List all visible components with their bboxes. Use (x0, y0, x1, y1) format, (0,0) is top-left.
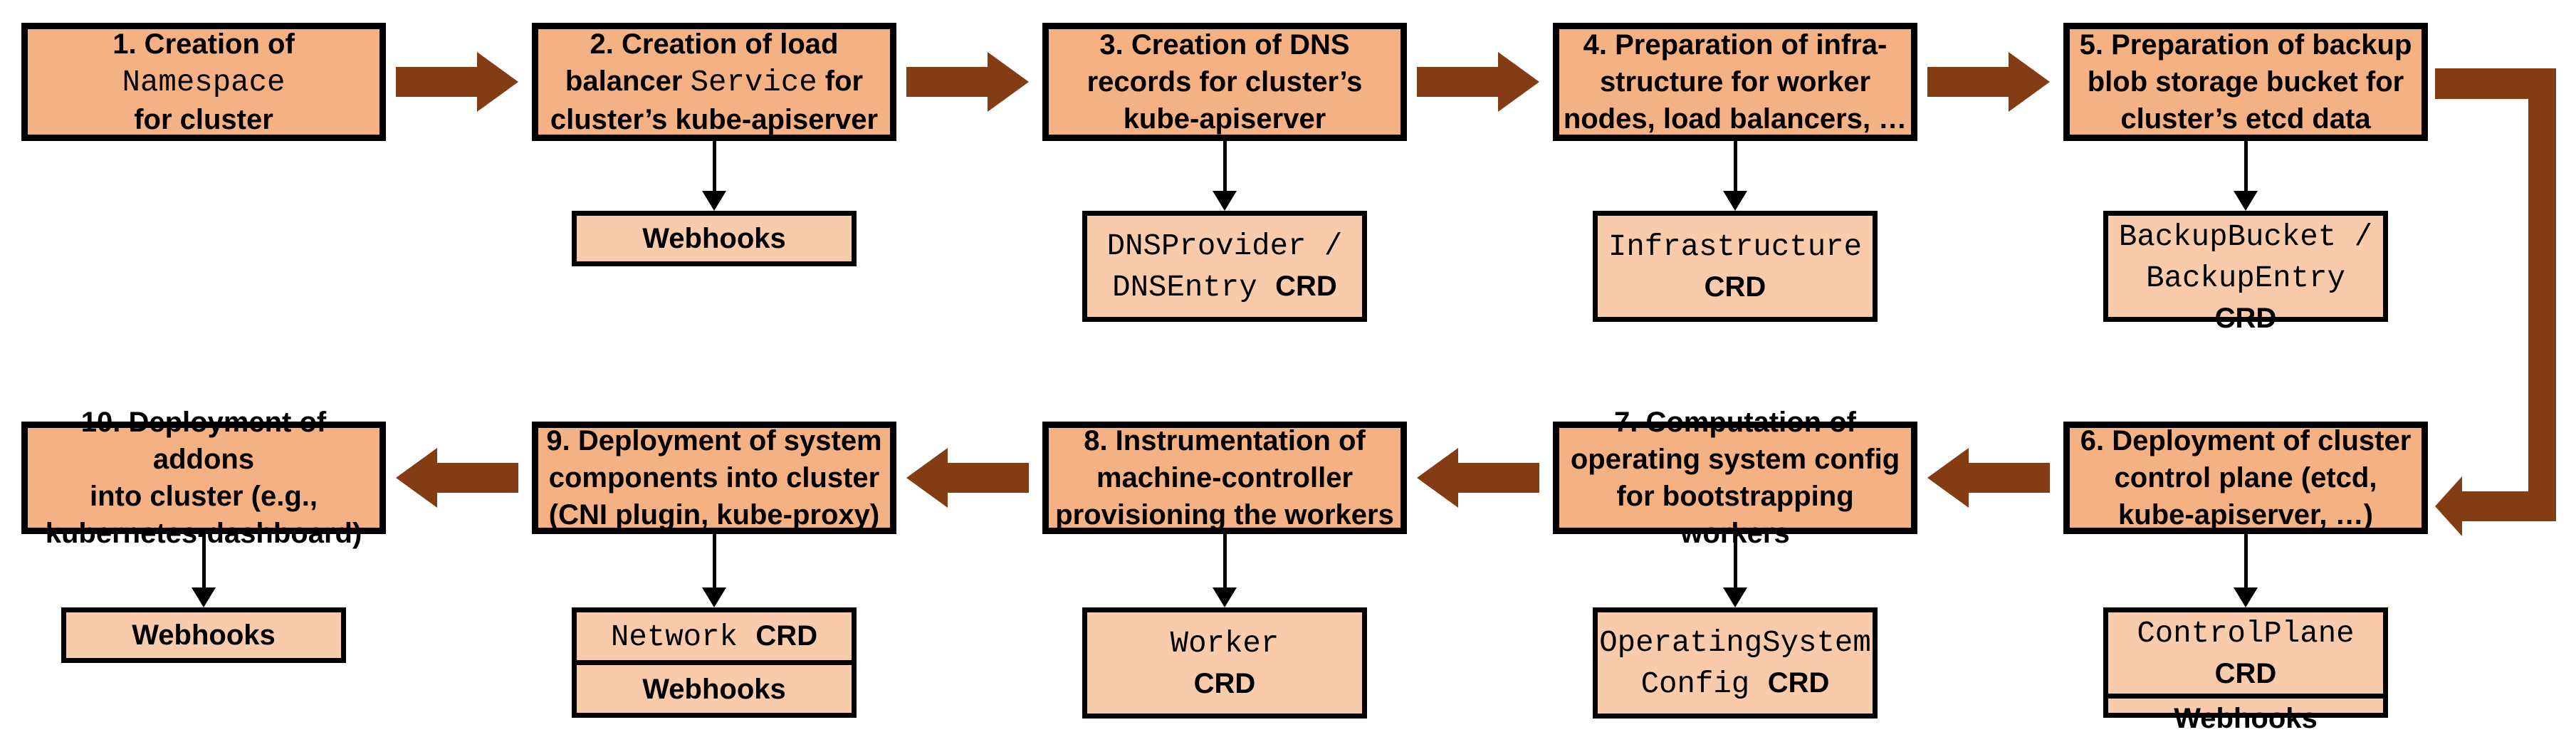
step-4: 4. Preparation of infra-structure for wo… (1553, 0, 1917, 742)
flow-arrow-1-2-icon (396, 52, 518, 112)
step-6-connector-arrowhead-icon (2234, 587, 2258, 607)
step-2-webhooks-box: Webhooks (572, 211, 857, 266)
flow-arrow-2-3-icon (906, 52, 1029, 112)
step-2-connector-line (713, 141, 716, 192)
step-10-webhooks-label: Webhooks (132, 620, 276, 651)
step-10-connector-line (202, 534, 206, 589)
step-5-connector-arrowhead-icon (2234, 191, 2258, 211)
step-6-connector-line (2244, 534, 2248, 589)
step-9-crd-webhooks-box: Network CRD Webhooks (572, 607, 857, 718)
step-10-connector-arrowhead-icon (192, 587, 216, 607)
step-6-crd-label: ControlPlane CRD (2137, 617, 2355, 689)
step-3-connector-arrowhead-icon (1213, 191, 1237, 211)
flow-arrow-8-9-icon (906, 448, 1029, 508)
step-3-connector-line (1223, 141, 1227, 192)
step-4-connector-line (1734, 141, 1737, 192)
step-8-connector-arrowhead-icon (1213, 587, 1237, 607)
flow-arrow-4-5-icon (1927, 52, 2050, 112)
step-3-crd-box: DNSProvider /DNSEntry CRD (1082, 211, 1367, 322)
flow-arrow-9-10-icon (396, 448, 518, 508)
step-4-connector-arrowhead-icon (1723, 191, 1747, 211)
step-2-webhooks-label: Webhooks (642, 223, 786, 254)
step-9-connector-arrowhead-icon (702, 587, 726, 607)
flow-arrow-6-7-icon (1927, 448, 2050, 508)
step-8-connector-line (1223, 534, 1227, 589)
step-2-connector-arrowhead-icon (702, 191, 726, 211)
step-3-crd-label: DNSProvider /DNSEntry CRD (1106, 229, 1343, 305)
step-6-crd-webhooks-box: ControlPlane CRD Webhooks (2103, 607, 2388, 734)
step-7-connector-line (1734, 534, 1737, 589)
flow-arrow-5-6-wrap-icon (2435, 68, 2556, 536)
flow-arrow-3-4-icon (1417, 52, 1539, 112)
step-10-webhooks-box: Webhooks (61, 607, 346, 663)
step-5-connector-line (2244, 141, 2248, 192)
step-7-connector-arrowhead-icon (1723, 587, 1747, 607)
step-6-webhooks-label: Webhooks (2108, 694, 2383, 738)
step-5-crd-label: BackupBucket /BackupEntry CRD (2118, 220, 2373, 334)
step-9-crd-label: Network CRD (610, 620, 818, 654)
step-9-webhooks-label: Webhooks (577, 660, 852, 713)
step-5-crd-box: BackupBucket /BackupEntry CRD (2103, 211, 2388, 334)
step-4-main-box: 4. Preparation of infra-structure for wo… (1553, 23, 1917, 141)
flow-arrow-7-8-icon (1417, 448, 1539, 508)
step-9-connector-line (713, 534, 716, 589)
